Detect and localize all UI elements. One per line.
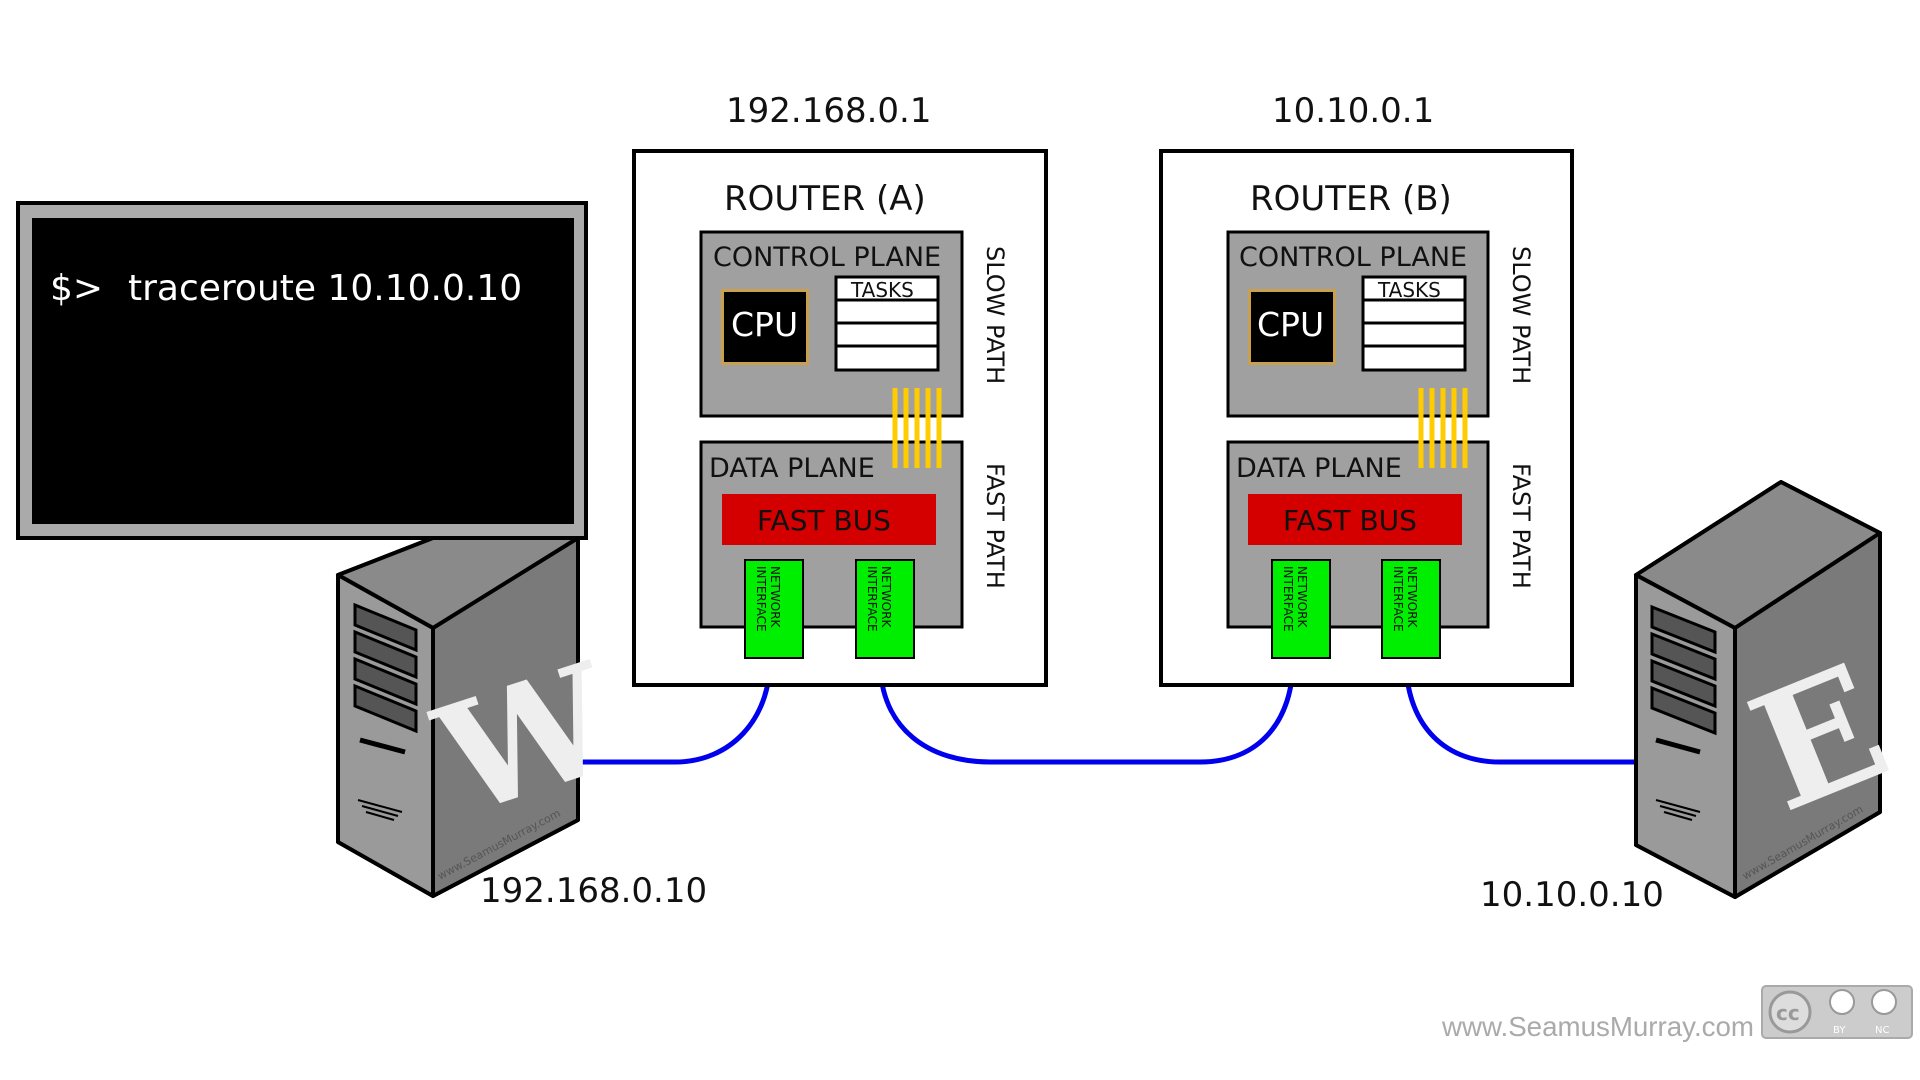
router-a-slow-path: SLOW PATH — [981, 246, 1009, 384]
router-a-nic-1-label-2: INTERFACE — [754, 566, 768, 632]
router-b-ip: 10.10.0.1 — [1272, 91, 1434, 131]
router-b-nic-1-label-2: INTERFACE — [1281, 566, 1295, 632]
host-e-ip: 10.10.0.10 — [1480, 875, 1664, 915]
license-badge[interactable]: cc BY NC — [1761, 985, 1913, 1039]
nc-icon — [1871, 989, 1897, 1015]
router-b-slow-path: SLOW PATH — [1507, 246, 1535, 384]
cc-icon — [1768, 990, 1812, 1034]
router-a-nic-2-label-1: NETWORK — [879, 566, 893, 629]
router-a-ip: 192.168.0.1 — [726, 91, 931, 131]
by-icon — [1829, 989, 1855, 1015]
router-b-nic-1-label-1: NETWORK — [1295, 566, 1309, 629]
cc-label: cc — [1776, 1001, 1800, 1025]
host-w-ip: 192.168.0.10 — [480, 871, 707, 911]
router-a-title: ROUTER (A) — [724, 179, 926, 219]
router-a-tasks-label: TASKS — [850, 278, 914, 302]
router-a-nic-2: NETWORK INTERFACE — [855, 559, 915, 659]
router-a-bus-lines — [892, 388, 942, 468]
router-b: 10.10.0.1 ROUTER (B) CONTROL PLANE CPU T… — [1159, 91, 1574, 687]
router-b-data-plane-label: DATA PLANE — [1236, 453, 1402, 484]
router-b-nic-1: NETWORK INTERFACE — [1271, 559, 1331, 659]
router-b-tasks-label: TASKS — [1377, 278, 1441, 302]
terminal-monitor: $> traceroute 10.10.0.10 — [16, 201, 588, 540]
router-a-cpu-label: CPU — [731, 305, 798, 344]
router-a-cpu — [724, 292, 806, 362]
credit-text[interactable]: www.SeamusMurray.com — [1441, 1011, 1754, 1042]
by-label: BY — [1833, 1025, 1846, 1036]
router-b-fast-path: FAST PATH — [1507, 463, 1535, 589]
router-b-control-plane-label: CONTROL PLANE — [1239, 242, 1467, 273]
host-e-tower: E www.SeamusMurray.com — [1634, 480, 1911, 899]
nc-label: NC — [1875, 1025, 1889, 1036]
terminal-command: traceroute 10.10.0.10 — [128, 268, 522, 309]
router-a-nic-1-label-1: NETWORK — [768, 566, 782, 629]
router-a-fast-bus — [722, 494, 936, 545]
router-b-nic-2-label-2: INTERFACE — [1391, 566, 1405, 632]
router-a-fast-path: FAST PATH — [981, 463, 1009, 589]
router-b-title: ROUTER (B) — [1250, 179, 1452, 219]
router-a-tasks: TASKS — [834, 275, 940, 372]
router-b-cpu — [1251, 292, 1333, 362]
router-b-cpu-label: CPU — [1257, 305, 1324, 344]
host-w-tower: W www.SeamusMurray.com — [336, 536, 635, 898]
terminal-prompt: $> — [50, 268, 103, 309]
router-b-fast-bus-label: FAST BUS — [1283, 504, 1417, 537]
router-b-nic-2: NETWORK INTERFACE — [1381, 559, 1441, 659]
cable-router-a-to-router-b — [877, 659, 1296, 765]
router-a-data-plane-label: DATA PLANE — [709, 453, 875, 484]
router-b-fast-bus — [1248, 494, 1462, 545]
router-a-nic-1: NETWORK INTERFACE — [744, 559, 804, 659]
router-b-bus-lines — [1418, 388, 1468, 468]
router-b-nic-2-label-1: NETWORK — [1405, 566, 1419, 629]
router-b-tasks: TASKS — [1361, 275, 1467, 372]
router-a-fast-bus-label: FAST BUS — [757, 504, 891, 537]
router-a-nic-2-label-2: INTERFACE — [865, 566, 879, 632]
router-a-control-plane-label: CONTROL PLANE — [713, 242, 941, 273]
router-a: 192.168.0.1 ROUTER (A) CONTROL PLANE CPU… — [632, 91, 1048, 687]
